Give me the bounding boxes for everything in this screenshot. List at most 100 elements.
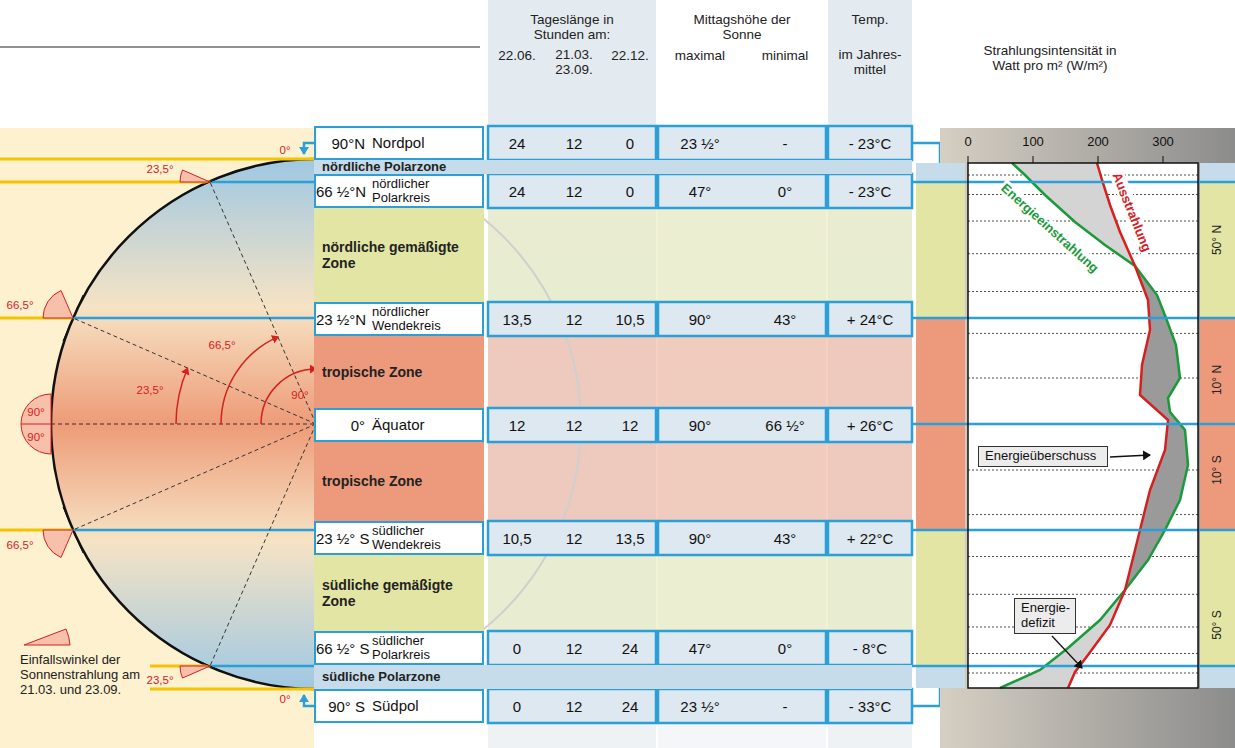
table-cell: 12 [566,530,583,547]
curve-label: Energieeinstrahlung [997,179,1103,277]
column-header: minimal [762,48,809,63]
node-title: 90°N [316,135,372,152]
column-header: maximal [675,48,725,63]
axis-tick: 100 [1022,134,1044,149]
table-cell: 0° [778,640,792,657]
node-title: Energie- defizit [1021,600,1070,630]
angle-label: 90° [27,431,44,443]
table-cell: - 23°C [849,183,892,200]
latitude-box: 66 ½°Nnördlicher Polarkreis [314,174,484,208]
table-cell: - 8°C [853,640,887,657]
zone-box: tropische Zone [314,336,484,408]
table-cell: 43° [774,530,797,547]
angle-label: 23,5° [147,163,174,175]
table-cell: 24 [509,183,526,200]
table-cell: 12 [566,640,583,657]
angle-label: 66,5° [209,339,236,351]
node-title: 23 ½°N [316,311,372,328]
table-cell: 47° [689,640,712,657]
node-name: nördlicher Polarkreis [372,177,482,204]
node-name: Nordpol [372,135,425,151]
table-cell: 12 [566,135,583,152]
table-cell: 12 [566,698,583,715]
table-cell: 90° [689,417,712,434]
latitude-box: 0°Äquator [314,408,484,442]
node-title: Energieüberschuss [985,448,1096,463]
node-title: tropische Zone [322,364,422,380]
latitude-label: 50° N [1210,225,1224,255]
table-cell: 10,5 [502,530,531,547]
node-title: nördliche gemäßigte Zone [322,239,476,271]
table-cell: 0 [513,698,521,715]
node-title: nördliche Polarzone [322,160,446,174]
table-cell: 12 [566,417,583,434]
table-cell: 0 [513,640,521,657]
column-header: Strahlungsintensität in Watt pro m² (W/m… [970,43,1130,73]
table-cell: 90° [689,311,712,328]
column-header: Temp. [852,12,889,27]
table-cell: 10,5 [615,311,644,328]
latitude-box: 66 ½° Ssüdlicher Polarkreis [314,631,484,665]
table-cell: 0 [626,183,634,200]
table-cell: 12 [622,417,639,434]
curve-label: Ausstrahlung [1109,168,1156,255]
axis-tick: 200 [1087,134,1109,149]
table-cell: - [783,698,788,715]
table-cell: + 24°C [847,311,893,328]
angle-label: 66,5° [7,539,34,551]
table-cell: 23 ½° [680,698,719,715]
column-header: im Jahres- mittel [834,47,906,77]
zone-box: nördliche gemäßigte Zone [314,208,484,302]
node-title: 23 ½° S [316,530,372,547]
legend-swatch [20,626,76,648]
zone-band: südliche Polarzone [314,665,912,689]
axis-tick: 0 [964,134,971,149]
table-cell: - [783,135,788,152]
node-title: 66 ½° S [316,640,372,657]
axis-tick: 300 [1152,134,1174,149]
column-header: 21.03. 23.09. [552,47,596,77]
table-cell: 66 ½° [765,417,804,434]
table-cell: - 33°C [849,698,892,715]
latitude-box: 23 ½° Ssüdlicher Wendekreis [314,521,484,555]
table-cell: 12 [566,311,583,328]
table-cell: 0° [778,183,792,200]
angle-label: 23,5° [147,674,174,686]
table-cell: + 22°C [847,530,893,547]
node-name: Südpol [372,698,419,714]
latitude-label: 10° S [1210,455,1224,484]
table-cell: 23 ½° [680,135,719,152]
table-cell: 12 [509,417,526,434]
angle-label: 0° [280,693,291,705]
table-cell: 43° [774,311,797,328]
node-title: 0° [316,417,372,434]
table-cell: 12 [566,183,583,200]
zone-box: tropische Zone [314,442,484,521]
pole-row: 90° SSüdpol [314,689,484,723]
latitude-box: 23 ½°Nnördlicher Wendekreis [314,302,484,336]
legend-item: Einfallswinkel der Sonnenstrahlung am 21… [20,626,150,697]
node-name: nördlicher Wendekreis [372,305,482,332]
table-cell: 13,5 [615,530,644,547]
table-cell: 13,5 [502,311,531,328]
node-title: 66 ½°N [316,183,372,200]
column-header: 22.12. [611,48,649,63]
angle-label: 0° [280,144,291,156]
table-cell: 90° [689,530,712,547]
column-header: 22.06. [498,48,536,63]
angle-label: 90° [27,406,44,418]
table-cell: + 26°C [847,417,893,434]
latitude-label: 10° N [1210,365,1224,395]
table-cell: - 23°C [849,135,892,152]
callout-box: Energie- defizit [1014,598,1076,634]
angle-label: 90° [291,389,308,401]
table-cell: 24 [509,135,526,152]
node-title: tropische Zone [322,473,422,489]
node-name: südlicher Wendekreis [372,524,482,551]
column-header: Tageslänge in Stunden am: [512,12,632,42]
node-name: Äquator [372,417,425,433]
legend-text: Einfallswinkel der Sonnenstrahlung am 21… [20,652,150,697]
node-title: südliche gemäßigte Zone [322,577,476,609]
